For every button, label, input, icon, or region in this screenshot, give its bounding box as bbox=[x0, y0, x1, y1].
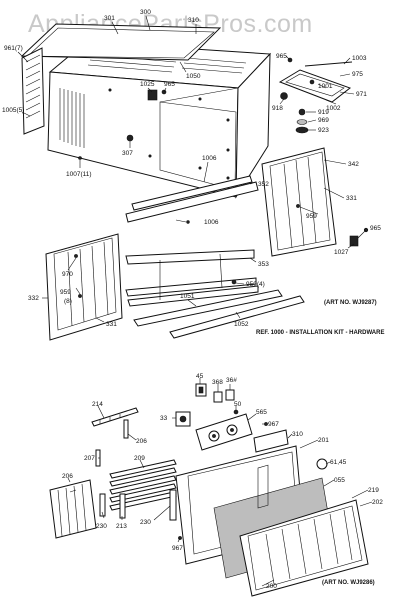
callout-923: 923 bbox=[318, 127, 329, 134]
side-louvre-panel bbox=[21, 47, 45, 135]
upper-leader-lines bbox=[17, 15, 367, 323]
callout-36x: 36# bbox=[226, 377, 237, 384]
callout-961: 961(7) bbox=[4, 45, 23, 52]
callout-1052: 1052 bbox=[234, 321, 249, 328]
callout-1027: 1027 bbox=[334, 249, 349, 256]
callout-965b: 965 bbox=[276, 53, 287, 60]
callout-214: 214 bbox=[92, 401, 103, 408]
callout-307: 307 bbox=[122, 150, 133, 157]
callout-967b: 967 bbox=[172, 545, 183, 552]
callout-1006b: 1006 bbox=[204, 219, 219, 226]
callout-971: 971 bbox=[356, 91, 367, 98]
callout-055: 055 bbox=[334, 477, 345, 484]
foot-assembly-918 bbox=[280, 92, 309, 134]
screw-1006 bbox=[186, 220, 190, 224]
upper-rail bbox=[125, 175, 259, 223]
rod-214 bbox=[91, 407, 139, 427]
fastener-307 bbox=[126, 134, 134, 142]
callout-45: 45 bbox=[196, 373, 204, 380]
callout-1050: 1050 bbox=[186, 73, 201, 80]
art-number-upper: (ART NO. WJ9287) bbox=[324, 300, 377, 306]
sill-strip-1051 bbox=[133, 289, 283, 327]
callout-967a: 967 bbox=[268, 421, 279, 428]
lower-rail-353 bbox=[125, 249, 259, 307]
callout-206a: 206 bbox=[136, 438, 147, 445]
front-grille-202 bbox=[239, 464, 369, 597]
callout-331a: 331 bbox=[346, 195, 357, 202]
bracket-230b bbox=[169, 489, 177, 521]
callout-332: 332 bbox=[28, 295, 39, 302]
lower-leader-lines bbox=[67, 378, 373, 587]
callout-353: 353 bbox=[258, 261, 269, 268]
callout-918: 918 bbox=[272, 105, 283, 112]
rear-grille-panel bbox=[20, 23, 222, 61]
callout-368: 368 bbox=[212, 379, 223, 386]
callout-1003: 1003 bbox=[352, 55, 367, 62]
reference-note: REF. 1000 - INSTALLATION KIT - HARDWARE bbox=[256, 330, 384, 336]
callout-202: 202 bbox=[372, 499, 383, 506]
mounting-bracket-1001 bbox=[278, 69, 352, 103]
screw-950 bbox=[231, 279, 237, 285]
callout-919: 919 bbox=[318, 109, 329, 116]
callout-965a: 965 bbox=[164, 81, 175, 88]
callout-342: 342 bbox=[348, 161, 359, 168]
louvre-grid-206 bbox=[49, 479, 97, 539]
callout-300: 300 bbox=[140, 9, 151, 16]
callout-310b: 310 bbox=[292, 431, 303, 438]
screw-1007 bbox=[78, 156, 82, 160]
control-panel-565 bbox=[195, 413, 253, 451]
control-switch-parts bbox=[195, 383, 239, 415]
callout-230a: 230 bbox=[96, 523, 107, 530]
side-curtain-right bbox=[261, 147, 337, 257]
lower-callouts: 45 368 36# 50 214 33 565 967 206 310 201… bbox=[62, 373, 383, 590]
callout-219: 219 bbox=[368, 487, 379, 494]
callout-970: 970 bbox=[62, 271, 73, 278]
knob-61-45 bbox=[316, 458, 328, 470]
callout-310: 310 bbox=[188, 17, 199, 24]
callout-1051: 1051 bbox=[180, 293, 195, 300]
upper-callouts: 300 301 310 961(7) 1005(5) 1025 965 1050… bbox=[2, 9, 381, 328]
callout-230b: 230 bbox=[140, 519, 151, 526]
callout-301: 301 bbox=[104, 15, 115, 22]
callout-1025: 1025 bbox=[140, 81, 155, 88]
callout-1005: 1005(5) bbox=[2, 107, 24, 114]
side-curtain-left bbox=[45, 233, 123, 341]
callout-959b: 959 bbox=[60, 289, 71, 296]
callout-1002: 1002 bbox=[326, 105, 341, 112]
callout-33: 33 bbox=[160, 415, 168, 422]
callout-206b: 206 bbox=[62, 473, 73, 480]
callout-565: 565 bbox=[256, 409, 267, 416]
knob-33 bbox=[175, 411, 191, 427]
bracket-213 bbox=[119, 493, 126, 519]
callout-1006a: 1006 bbox=[202, 155, 217, 162]
callout-1001: 1001 bbox=[318, 83, 333, 90]
callout-959a: 959 bbox=[306, 213, 317, 220]
callout-975: 975 bbox=[352, 71, 363, 78]
callout-8: (8) bbox=[64, 298, 72, 305]
callout-331b: 331 bbox=[106, 321, 117, 328]
rod-1003 bbox=[304, 61, 353, 67]
callout-213: 213 bbox=[116, 523, 127, 530]
callout-50: 50 bbox=[234, 401, 242, 408]
callout-969: 969 bbox=[318, 117, 329, 124]
callout-201: 201 bbox=[318, 437, 329, 444]
callout-965c: 965 bbox=[370, 225, 381, 232]
callout-1007: 1007(11) bbox=[66, 171, 92, 178]
callout-950: 950(4) bbox=[246, 281, 265, 288]
art-number-lower: (ART NO. WJ9286) bbox=[322, 580, 375, 586]
bracket-230a bbox=[99, 493, 106, 517]
screw-967 bbox=[264, 422, 268, 426]
link-206-upper bbox=[123, 419, 129, 439]
nameplate-310 bbox=[253, 429, 289, 453]
callout-207: 207 bbox=[84, 455, 95, 462]
callout-200: 200 bbox=[266, 583, 277, 590]
callout-352: 352 bbox=[258, 181, 269, 188]
callout-209: 209 bbox=[134, 455, 145, 462]
sill-strip-1052 bbox=[169, 295, 305, 339]
callout-61-45: 61,45 bbox=[330, 459, 347, 466]
